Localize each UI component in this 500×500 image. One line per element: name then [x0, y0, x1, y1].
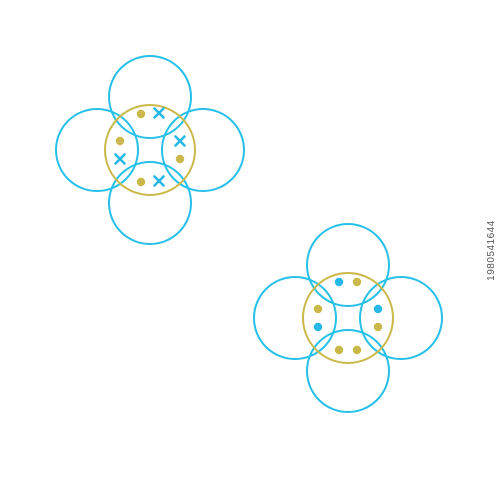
stock-id-text: 1980541644	[485, 219, 497, 281]
outer-atom-shell-right	[359, 276, 443, 360]
cross-stroke-b	[114, 153, 126, 165]
electron-cross-blue-top-right	[153, 107, 165, 119]
cross-stroke-b	[153, 107, 165, 119]
electron-dot-gold-right-bottom	[175, 154, 185, 164]
cross-dot-molecule	[55, 55, 245, 245]
electron-dot-gold-top-left	[136, 109, 146, 119]
outer-atom-shell-left	[55, 108, 139, 192]
electron-dot-gold-left-top	[115, 136, 125, 146]
electron-cross-blue-right-top	[174, 135, 186, 147]
central-atom-shell	[104, 104, 196, 196]
electron-dot-gold-right-bottom	[373, 322, 383, 332]
electron-dot-blue-left-bottom	[313, 322, 323, 332]
stock-id-label: 1980541644	[484, 0, 498, 500]
outer-atom-shell-top	[306, 223, 390, 307]
outer-atom-shell-left	[253, 276, 337, 360]
electron-dot-gold-top-right	[352, 277, 362, 287]
outer-atom-shell-right	[161, 108, 245, 192]
electron-cross-blue-left-bottom	[114, 153, 126, 165]
electron-dot-gold-bottom-left	[136, 177, 146, 187]
electron-cross-blue-bottom-right	[153, 175, 165, 187]
central-atom-shell	[302, 272, 394, 364]
electron-dot-gold-bottom-right	[352, 345, 362, 355]
outer-atom-shell-top	[108, 55, 192, 139]
electron-dot-blue-top-left	[334, 277, 344, 287]
electron-dot-gold-left-top	[313, 304, 323, 314]
outer-atom-shell-bottom	[306, 329, 390, 413]
electron-dot-blue-right-top	[373, 304, 383, 314]
outer-atom-shell-bottom	[108, 161, 192, 245]
electron-dot-gold-bottom-left	[334, 345, 344, 355]
dot-dot-molecule	[253, 223, 443, 413]
cross-stroke-b	[153, 175, 165, 187]
cross-stroke-b	[174, 135, 186, 147]
